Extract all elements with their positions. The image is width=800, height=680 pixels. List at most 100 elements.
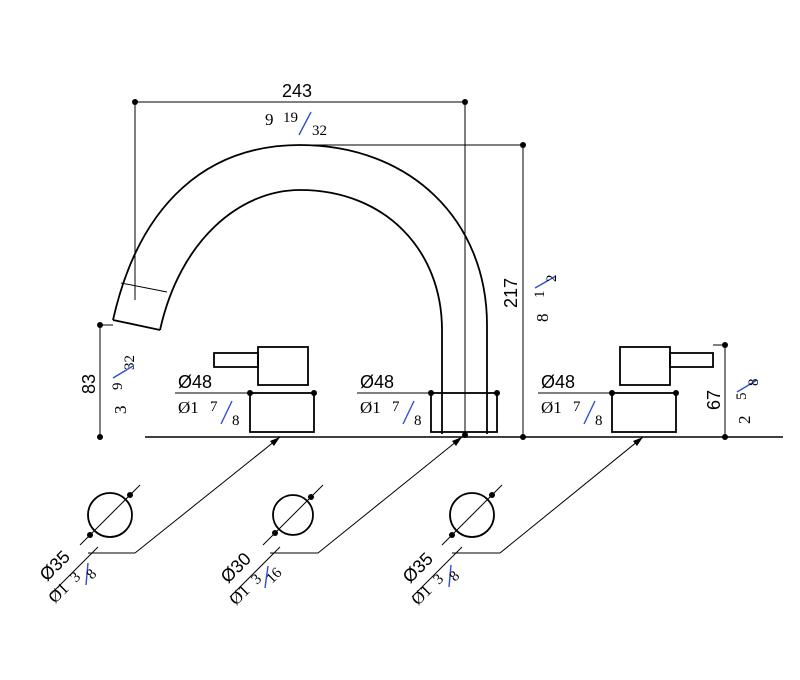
left-hole-dot-b [127, 492, 133, 498]
center-hole-dot-a [272, 530, 278, 536]
spout-height-dot-bottom [520, 434, 526, 440]
right-handle-head [619, 346, 671, 386]
center-hole-fraction-slash [264, 565, 269, 589]
center-hole-in-num: 3 [249, 571, 266, 588]
right-base-dot-right [673, 390, 679, 396]
left-base-dot-left [247, 390, 253, 396]
center-base-dot-left [428, 390, 434, 396]
right-mounting-hole: Ø35 Ø1 3 8 [399, 436, 644, 609]
handle-height-fraction-slash [736, 379, 758, 393]
right-hole-mm-label: Ø35 [399, 549, 437, 587]
right-base-mm-label: Ø48 [541, 372, 575, 392]
spout [112, 144, 498, 434]
right-hole-dot-b [489, 492, 495, 498]
left-hole-text-line [49, 546, 99, 596]
center-base-mm-label: Ø48 [360, 372, 394, 392]
left-base-diameter: Ø48 Ø1 7 8 [175, 372, 317, 429]
reach-fraction-slash [298, 111, 312, 136]
center-base-diameter: Ø48 Ø1 7 8 [357, 372, 500, 429]
left-hole-arrow-leader [134, 436, 281, 554]
handle-height-in-den: 8 [746, 379, 762, 387]
reach-dimension: 243 9 19 32 [132, 81, 468, 438]
spout-height-dot-top [520, 142, 526, 148]
reach-dot-left [132, 99, 138, 105]
right-handle-valve [611, 346, 714, 433]
reach-in-den: 32 [312, 123, 327, 139]
left-base-dot-right [311, 390, 317, 396]
right-hole-circle [449, 492, 495, 538]
outlet-height-dimension: 83 3 9 32 [79, 322, 138, 440]
left-base-fraction-slash [220, 400, 233, 425]
spout-inner-curve [159, 189, 443, 434]
left-base-in-whole: Ø1 [178, 398, 199, 417]
center-hole-in-den: 16 [264, 565, 286, 587]
center-hole-mm-label: Ø30 [217, 549, 255, 587]
outlet-height-in-whole: 3 [111, 406, 130, 415]
left-hole-arrowhead [270, 437, 280, 446]
outlet-height-mm-label: 83 [79, 374, 99, 394]
left-handle-base [249, 392, 315, 433]
handle-height-in-num: 5 [734, 393, 750, 401]
spout-height-in-whole: 8 [533, 314, 552, 323]
outlet-height-fraction-slash [112, 365, 134, 379]
reach-in-num: 19 [283, 110, 298, 126]
center-mounting-hole: Ø30 Ø1 3 16 [217, 436, 463, 609]
spout-height-dimension: 217 8 1 2 [300, 142, 560, 440]
left-hole-circle [87, 492, 133, 538]
spout-outlet-end [112, 319, 161, 331]
left-hole-in-num: 3 [68, 569, 85, 586]
left-handle-head [257, 346, 309, 386]
outlet-height-in-den: 32 [122, 355, 138, 370]
center-hole-arrow-leader [317, 436, 463, 554]
left-base-in-den: 8 [232, 413, 240, 429]
outlet-height-dot-top [97, 322, 103, 328]
center-hole-diameter-line [262, 484, 324, 546]
left-mounting-hole: Ø35 Ø1 3 8 [36, 436, 281, 607]
right-base-dot-left [609, 390, 615, 396]
right-base-fraction-slash [583, 400, 596, 425]
right-base-in-whole: Ø1 [541, 398, 562, 417]
spout-height-in-num: 1 [532, 291, 548, 299]
reach-in-whole: 9 [265, 110, 274, 129]
handle-height-dimension: 67 2 5 8 [704, 342, 762, 440]
center-hole-circle [272, 494, 314, 536]
outlet-height-in-num: 9 [110, 383, 126, 391]
handle-height-in-whole: 2 [735, 416, 754, 425]
center-base-in-num: 7 [392, 399, 400, 415]
reach-dot-bottom [462, 432, 468, 438]
right-hole-dot-a [449, 532, 455, 538]
center-base-fraction-slash [402, 400, 415, 425]
center-hole-arrowhead [452, 437, 462, 446]
left-hole-fraction-slash [85, 562, 89, 586]
right-hole-text-line [411, 546, 463, 598]
center-base-in-whole: Ø1 [360, 398, 381, 417]
right-base-in-den: 8 [595, 413, 603, 429]
spout-aerator-line [120, 282, 168, 293]
handle-height-dot-top [722, 342, 728, 348]
center-hole-text-line [229, 546, 281, 598]
right-handle-base [611, 392, 677, 433]
outlet-height-dot-bottom [97, 434, 103, 440]
spout-height-fraction-slash [534, 275, 557, 289]
reach-mm-label: 243 [282, 81, 312, 101]
right-hole-fraction-slash [448, 564, 452, 588]
left-hole-mm-label: Ø35 [36, 547, 74, 585]
right-base-diameter: Ø48 Ø1 7 8 [538, 372, 679, 429]
handle-height-mm-label: 67 [704, 390, 724, 410]
center-base-in-den: 8 [414, 413, 422, 429]
left-hole-dot-a [87, 532, 93, 538]
right-base-in-num: 7 [573, 399, 581, 415]
spout-height-in-den: 2 [544, 275, 560, 283]
spout-height-mm-label: 217 [501, 278, 521, 308]
right-hole-arrowhead [633, 437, 643, 446]
center-hole-dot-b [308, 494, 314, 500]
left-handle-lever [213, 352, 259, 368]
right-handle-lever [669, 352, 714, 368]
right-hole-in-num: 3 [431, 571, 448, 588]
reach-dot-right [462, 99, 468, 105]
center-base-dot-right [494, 390, 500, 396]
left-handle-valve [213, 346, 315, 433]
handle-height-dot-bottom [722, 434, 728, 440]
right-hole-arrow-leader [499, 436, 644, 554]
